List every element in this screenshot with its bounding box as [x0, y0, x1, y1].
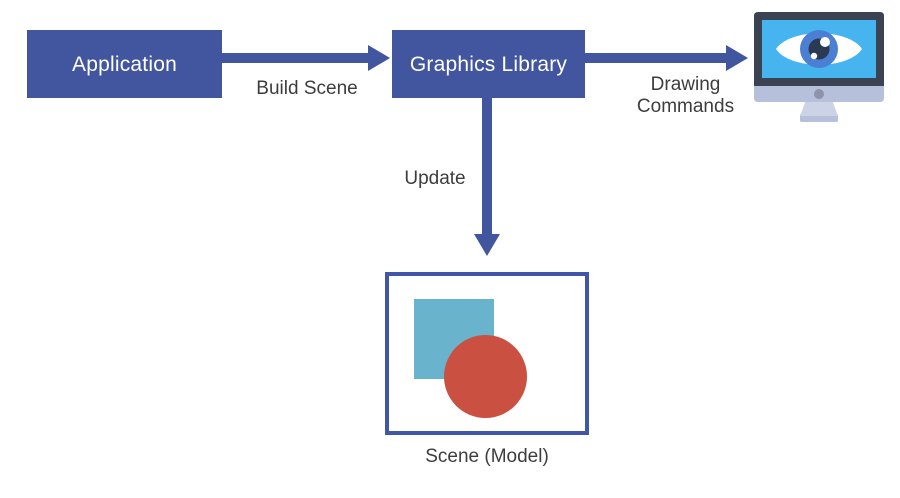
edge-label-drawing-commands: Drawing Commands [636, 74, 735, 118]
node-scene-model-label: Scene (Model) [425, 446, 549, 467]
edge-label-update: Update [404, 168, 466, 189]
node-graphics-library-label: Graphics Library [409, 52, 568, 76]
monitor-eye-icon[interactable] [752, 8, 886, 126]
node-application-label: Application [72, 52, 177, 76]
edge-label-build-scene: Build Scene [256, 78, 358, 99]
arrow-right-icon-build-scene [222, 43, 392, 73]
scene-shape-circle [444, 335, 527, 418]
node-scene-model[interactable] [385, 272, 589, 435]
arrow-down-icon-update [472, 98, 502, 258]
node-graphics-library[interactable]: Graphics Library [392, 30, 585, 98]
arrow-right-icon-drawing-commands [585, 43, 750, 73]
node-application[interactable]: Application [27, 30, 222, 98]
